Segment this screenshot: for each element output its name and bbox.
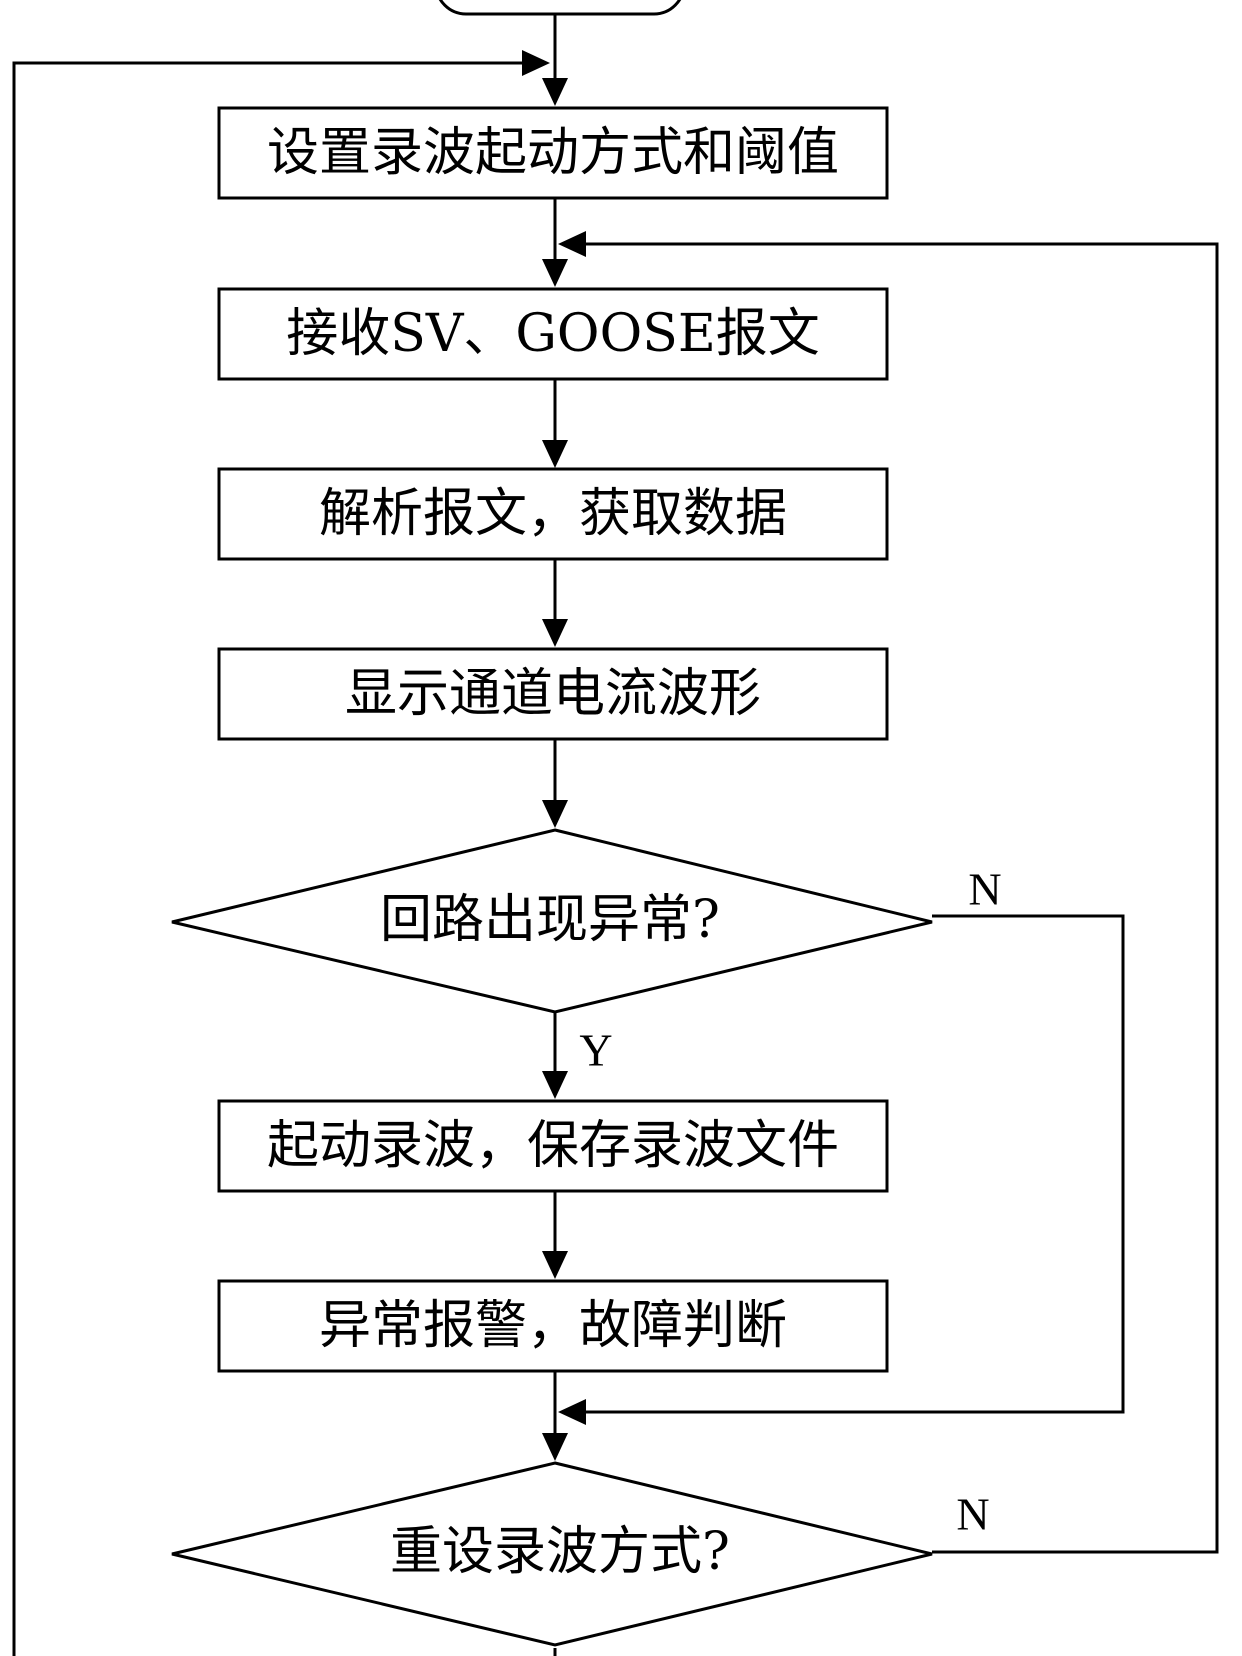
start-terminator bbox=[438, 0, 682, 16]
process-box bbox=[217, 647, 889, 741]
process-set-trigger: 设置录波起动方式和阈值 bbox=[217, 106, 889, 200]
process-display-waveform: 显示通道电流波形 bbox=[217, 647, 889, 741]
arrowhead-down-icon bbox=[542, 1251, 568, 1279]
connector-decision2-no-loop bbox=[562, 242, 1219, 1554]
decision-label: 回路出现异常? bbox=[380, 890, 720, 950]
decision-diamond bbox=[171, 1461, 933, 1647]
arrowhead-down-icon bbox=[542, 1071, 568, 1099]
process-label: 设置录波起动方式和阈值 bbox=[267, 123, 839, 183]
decision-label: 重设录波方式? bbox=[390, 1522, 730, 1582]
process-alarm-diagnosis: 异常报警，故障判断 bbox=[217, 1279, 889, 1373]
process-parse-messages: 解析报文，获取数据 bbox=[217, 467, 889, 561]
connector-decision1-no-loop bbox=[562, 914, 1125, 1414]
process-label: 解析报文，获取数据 bbox=[319, 484, 787, 544]
process-label: 起动录波，保存录波文件 bbox=[267, 1116, 839, 1176]
process-box bbox=[217, 287, 889, 381]
arrowhead-down-icon bbox=[542, 619, 568, 647]
process-start-recording: 起动录波，保存录波文件 bbox=[217, 1099, 889, 1193]
process-box bbox=[217, 1099, 889, 1193]
arrowhead-down-icon bbox=[542, 800, 568, 828]
process-box bbox=[217, 467, 889, 561]
arrowhead-down-icon bbox=[542, 78, 568, 106]
arrowhead-left-icon bbox=[558, 1399, 586, 1425]
arrowheads bbox=[522, 50, 586, 1461]
branch-label-yes: Y bbox=[579, 1025, 612, 1076]
process-receive-messages: 接收SV、GOOSE报文 bbox=[217, 287, 889, 381]
process-box bbox=[217, 1279, 889, 1373]
process-label: 接收SV、GOOSE报文 bbox=[286, 304, 820, 364]
connectors bbox=[12, 14, 1219, 1656]
decision-reset-mode: 重设录波方式? N bbox=[171, 1461, 990, 1647]
connector-reset-outer-loop bbox=[12, 61, 540, 1656]
arrowhead-down-icon bbox=[542, 440, 568, 468]
decision-diamond bbox=[171, 828, 933, 1014]
process-label: 显示通道电流波形 bbox=[345, 664, 761, 724]
arrowhead-down-icon bbox=[542, 259, 568, 287]
branch-label-no: N bbox=[956, 1489, 989, 1540]
branch-label-no: N bbox=[968, 864, 1001, 915]
arrowhead-right-icon bbox=[522, 50, 550, 76]
arrowhead-left-icon bbox=[558, 231, 586, 257]
decision-loop-abnormal: 回路出现异常? N Y bbox=[171, 828, 1002, 1076]
arrowhead-down-icon bbox=[542, 1433, 568, 1461]
process-label: 异常报警，故障判断 bbox=[319, 1296, 787, 1356]
process-box bbox=[217, 106, 889, 200]
